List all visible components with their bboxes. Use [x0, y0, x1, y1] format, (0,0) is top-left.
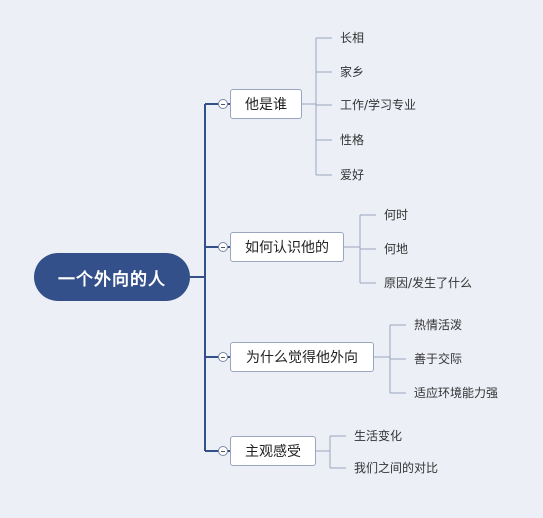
- collapse-toggle-icon[interactable]: [218, 242, 228, 252]
- branch-why-outgoing[interactable]: 为什么觉得他外向: [230, 342, 374, 372]
- collapse-toggle-icon[interactable]: [218, 446, 228, 456]
- leaf-hometown[interactable]: 家乡: [340, 65, 365, 79]
- branch-who[interactable]: 他是谁: [230, 89, 302, 119]
- leaf-appearance[interactable]: 长相: [340, 31, 365, 45]
- leaf-sociable[interactable]: 善于交际: [414, 352, 463, 366]
- leaf-life-changes[interactable]: 生活变化: [354, 429, 403, 443]
- leaf-work-study[interactable]: 工作/学习专业: [340, 98, 417, 112]
- leaf-reason[interactable]: 原因/发生了什么: [384, 276, 473, 290]
- leaf-hobbies[interactable]: 爱好: [340, 168, 365, 182]
- leaf-personality[interactable]: 性格: [340, 133, 365, 147]
- root-topic[interactable]: 一个外向的人: [34, 253, 190, 301]
- leaf-when[interactable]: 何时: [384, 208, 409, 222]
- collapse-toggle-icon[interactable]: [218, 99, 228, 109]
- leaf-where[interactable]: 何地: [384, 242, 409, 256]
- collapse-toggle-icon[interactable]: [218, 352, 228, 362]
- branch-feelings[interactable]: 主观感受: [230, 436, 316, 466]
- leaf-comparison[interactable]: 我们之间的对比: [354, 461, 439, 475]
- branch-how-met[interactable]: 如何认识他的: [230, 232, 344, 262]
- leaf-adaptable[interactable]: 适应环境能力强: [414, 386, 499, 400]
- leaf-enthusiastic[interactable]: 热情活泼: [414, 318, 463, 332]
